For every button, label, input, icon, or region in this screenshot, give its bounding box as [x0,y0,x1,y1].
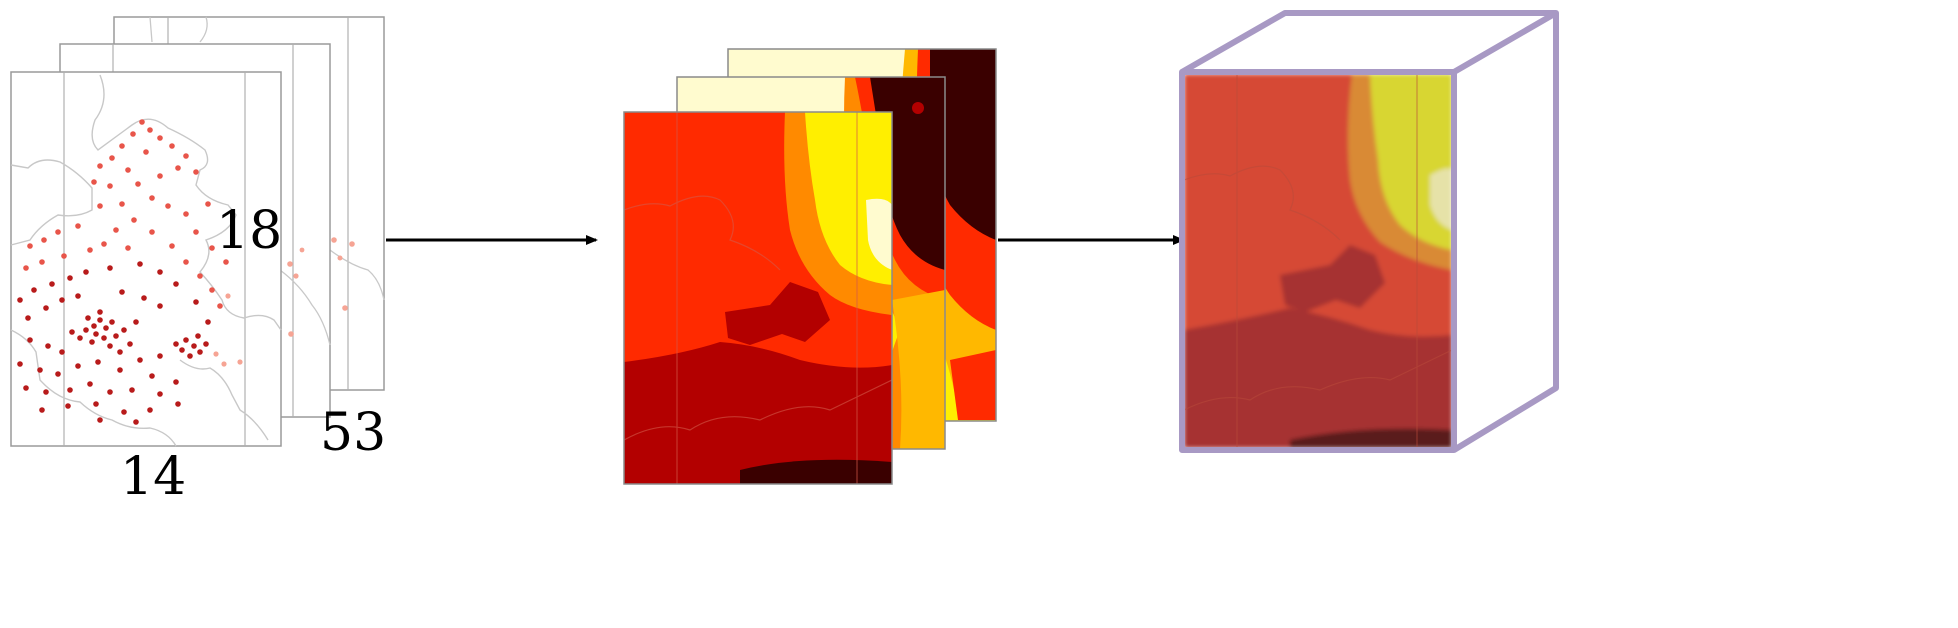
station-map-frame-front [10,71,282,447]
height-dimension-label: 18 [216,201,282,261]
region-outline [10,74,282,447]
tensor-cube-edges [1179,10,1559,453]
station-map-stack: 18 53 14 [10,16,386,507]
station-points-middle [287,247,305,337]
station-points-front [17,119,243,425]
tensor-front-face [1184,74,1452,448]
depth-dimension-label: 53 [320,403,386,463]
station-points-back [331,237,355,311]
heatmap-front [624,112,892,484]
tensor-cube [1179,10,1559,453]
interpolated-map-stack [623,48,997,485]
width-dimension-label: 14 [120,447,186,507]
